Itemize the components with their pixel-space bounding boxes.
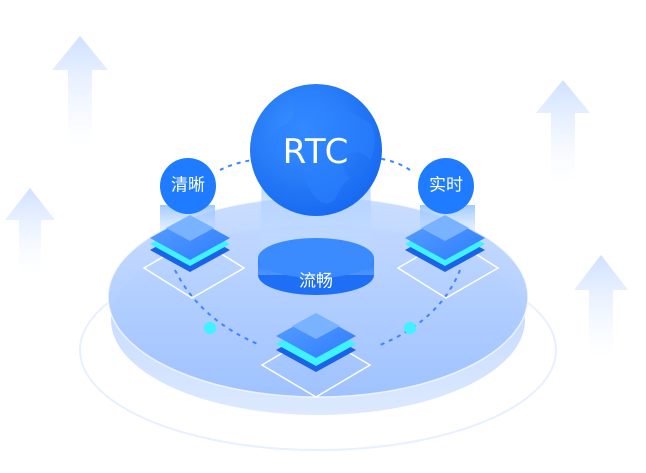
node-dot bbox=[204, 322, 216, 334]
server-stack-bottom bbox=[260, 313, 372, 398]
feature-label-smooth: 流畅 bbox=[299, 271, 333, 292]
arrow-icon bbox=[52, 36, 108, 150]
arrow-icon bbox=[5, 188, 55, 275]
feature-label-clear: 清晰 bbox=[171, 175, 205, 196]
server-stack-right bbox=[396, 205, 500, 299]
arrow-icon bbox=[574, 255, 628, 360]
feature-label-realtime: 实时 bbox=[429, 175, 463, 196]
badge-clear bbox=[160, 158, 216, 214]
server-stack-left bbox=[142, 205, 246, 299]
arrow-icon bbox=[536, 80, 590, 185]
badge-realtime bbox=[418, 158, 474, 214]
globe-icon bbox=[250, 84, 382, 216]
node-dot bbox=[404, 322, 416, 334]
center-label: RTC bbox=[282, 132, 350, 172]
